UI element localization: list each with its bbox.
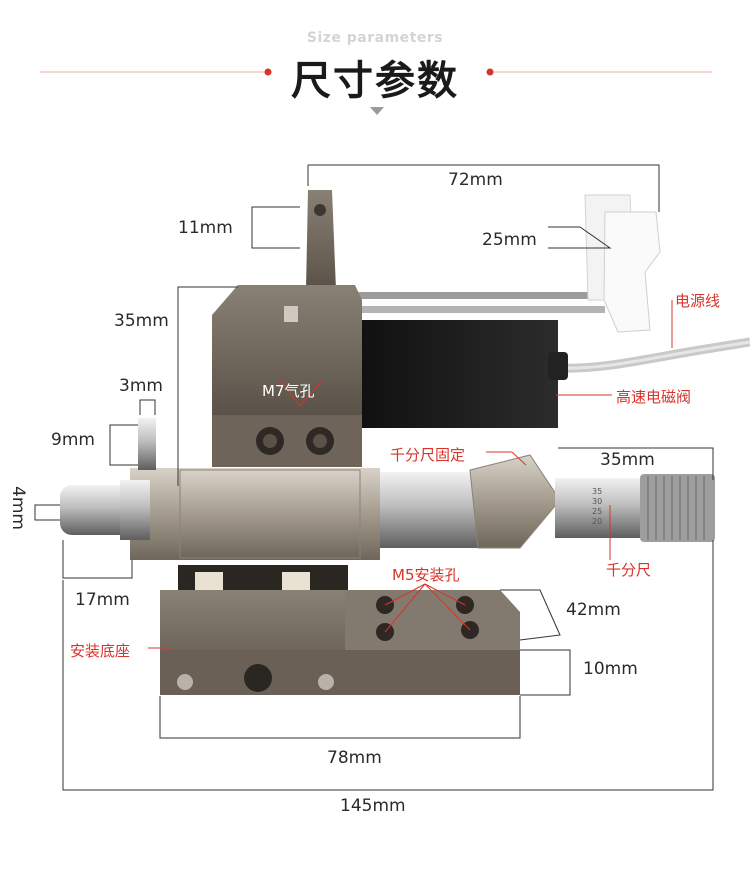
scale-tick: 25 [592,507,602,516]
callout-lines [148,300,673,649]
micrometer-scale: 35 30 25 20 [592,487,602,526]
header-subtitle: Size parameters [306,30,444,46]
white-tab-front [603,211,661,333]
scale-tick: 30 [592,497,602,506]
dim-4mm: 4mm [7,486,28,530]
air-fitting [138,418,156,470]
label-air-hole: M7气孔 [262,382,315,400]
left-nozzle [60,485,135,535]
dim-11mm: 11mm [178,218,233,238]
micrometer-sleeve [555,478,640,538]
label-solenoid-valve: 高速电磁阀 [616,388,692,406]
label-mount-base: 安装底座 [70,642,131,660]
solenoid-valve-body [362,320,558,428]
micrometer-mount [380,472,485,548]
dim-17mm: 17mm [75,590,130,610]
label-micrometer-fix: 千分尺固定 [390,446,466,464]
upper-block [212,285,362,415]
dim-145mm: 145mm [340,796,406,816]
page-title: 尺寸参数 [291,58,459,104]
dim-72mm: 72mm [448,170,503,190]
rod-upper [355,292,605,299]
scale-tick: 35 [592,487,602,496]
rod-lower [355,306,605,313]
dim-42mm: 42mm [566,600,621,620]
top-hook [306,190,336,290]
label-m5-holes: M5安装孔 [392,566,460,584]
label-micrometer: 千分尺 [606,561,652,579]
scale-tick: 20 [592,517,602,526]
header-rule [40,68,712,115]
micrometer-clamp [469,454,561,549]
dim-35mm-right: 35mm [600,450,655,470]
dim-10mm: 10mm [583,659,638,679]
dimension-lines [34,164,714,791]
label-power-cord: 电源线 [675,292,721,310]
dim-25mm: 25mm [482,230,537,250]
dim-35mm-top: 35mm [114,311,169,331]
dim-3mm: 3mm [119,376,163,396]
dim-78mm: 78mm [327,748,382,768]
dim-9mm: 9mm [51,430,95,450]
mounting-plate [345,590,520,650]
